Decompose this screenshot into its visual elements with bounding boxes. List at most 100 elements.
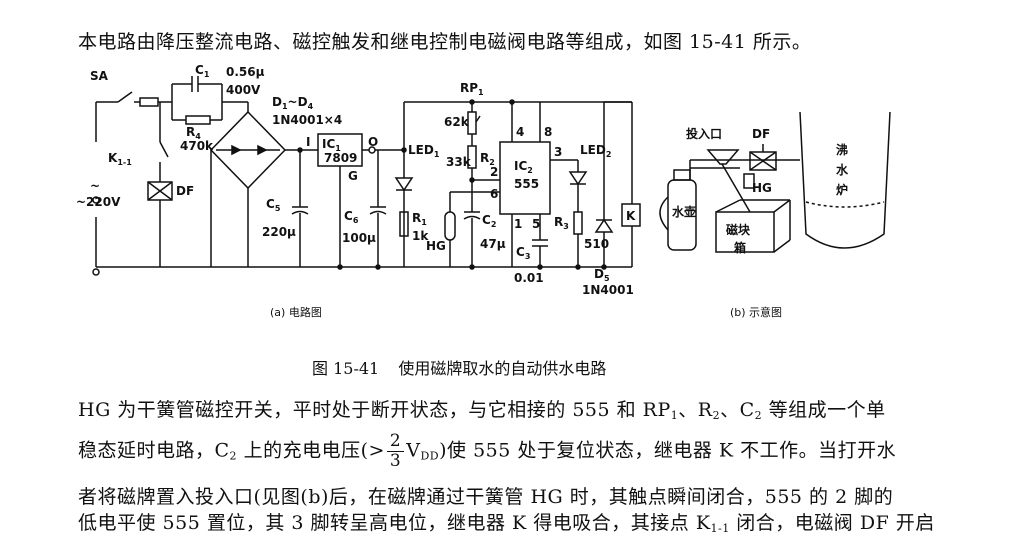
body-line-1: HG 为干簧管磁控开关，平时处于断开状态，与它相接的 555 和 RP1、R2、… xyxy=(78,398,886,428)
label-r1: R xyxy=(412,211,421,225)
label-ic2: IC xyxy=(514,159,527,173)
svg-text:IC2: IC2 xyxy=(514,159,533,175)
label-r4-sub: 4 xyxy=(195,132,201,141)
label-c6-sub: 6 xyxy=(353,216,359,225)
label-r4-val: 470k xyxy=(180,139,214,153)
svg-text:D5: D5 xyxy=(594,267,610,283)
label-magnet-2: 箱 xyxy=(734,240,746,255)
svg-text:C5: C5 xyxy=(266,197,281,213)
label-relay: K xyxy=(626,209,636,223)
label-rp1: RP xyxy=(460,81,478,95)
svg-text:R2: R2 xyxy=(480,151,495,167)
label-pin6: 6 xyxy=(490,187,498,201)
svg-text:IC1: IC1 xyxy=(322,137,341,153)
label-d5-part: 1N4001 xyxy=(582,283,634,297)
body-line-4: 低电平使 555 置位，其 3 脚转呈高电位，继电器 K 得电吸合，其接点 K1… xyxy=(78,511,935,541)
body-line-4-b: 闭合，电磁阀 DF 开启 xyxy=(729,512,935,534)
intro-paragraph: 本电路由降压整流电路、磁控触发和继电控制电磁阀电路等组成，如图 15-41 所示… xyxy=(78,31,812,53)
label-c3-val: 0.01 xyxy=(514,271,544,285)
label-kettle: 水壶 xyxy=(672,204,696,219)
label-led1-sub: 1 xyxy=(434,150,440,159)
label-k11: K xyxy=(108,151,118,165)
label-d-sub1: 1 xyxy=(282,102,288,111)
body-line-1-b: 、R xyxy=(678,399,713,421)
svg-text:D1~D4: D1~D4 xyxy=(272,95,314,111)
label-r3-sub: 3 xyxy=(563,222,569,231)
svg-text:K1-1: K1-1 xyxy=(108,151,132,167)
label-r1-val: 1k xyxy=(412,229,429,243)
label-c5: C xyxy=(266,197,275,211)
label-boiler-1: 沸 xyxy=(836,142,848,157)
label-ic2-sub: 2 xyxy=(527,166,533,175)
label-c1-sub: 1 xyxy=(204,70,210,79)
label-r4: R xyxy=(186,125,195,139)
label-pin2: 2 xyxy=(490,165,498,179)
label-sch-df: DF xyxy=(752,127,770,141)
label-d5-sub: 5 xyxy=(604,274,610,283)
svg-text:R1: R1 xyxy=(412,211,427,227)
caption-title: 使用磁牌取水的自动供水电路 xyxy=(398,359,607,378)
label-r3: R xyxy=(554,215,563,229)
label-ic1-sub: 1 xyxy=(335,144,341,153)
label-c1-val: 0.56μ xyxy=(226,65,265,79)
body-line-2-d: )使 555 处于复位状态，继电器 K 不工作。当打开水 xyxy=(439,439,897,462)
svg-text:LED1: LED1 xyxy=(408,143,440,159)
body-line-2-c: V xyxy=(406,439,421,462)
label-boiler-2: 水 xyxy=(836,162,849,177)
svg-text:R3: R3 xyxy=(554,215,569,231)
body-line-3: 者将磁牌置入投入口(见图(b)后，在磁牌通过干簧管 HG 时，其触点瞬间闭合，5… xyxy=(78,486,894,508)
label-boiler-3: 炉 xyxy=(836,182,848,197)
body-line-2-b: 上的充电电压(> xyxy=(237,439,385,462)
label-pin-o: O xyxy=(368,135,378,149)
label-r2-val: 33k xyxy=(446,155,472,169)
label-mains: ~220V xyxy=(76,195,121,209)
caption-number: 图 15-41 xyxy=(312,359,380,378)
label-c5-sub: 5 xyxy=(275,204,281,213)
label-magnet-1: 磁块 xyxy=(725,222,751,237)
label-c3-sub: 3 xyxy=(525,252,531,261)
label-tilde: ~ xyxy=(90,179,100,193)
label-sch-hg: HG xyxy=(752,181,772,195)
label-rp1-val: 62k xyxy=(444,115,470,129)
circuit-diagram xyxy=(92,76,891,276)
body-line-1-c: 、C xyxy=(720,399,755,421)
label-c6-val: 100μ xyxy=(342,231,376,245)
label-c1: C xyxy=(195,63,204,77)
label-rp1-sub: 1 xyxy=(478,88,484,97)
label-k11-sub: 1-1 xyxy=(117,158,132,167)
svg-text:C2: C2 xyxy=(482,213,496,229)
label-led2-sub: 2 xyxy=(606,150,612,159)
svg-text:RP1: RP1 xyxy=(460,81,484,97)
label-c2-val: 47μ xyxy=(480,237,506,251)
label-c5-val: 220μ xyxy=(262,225,296,239)
label-d-tilde: ~D xyxy=(288,95,308,109)
label-r1-sub: 1 xyxy=(421,218,427,227)
label-c1-volt: 400V xyxy=(226,83,261,97)
label-pin3: 3 xyxy=(554,145,562,159)
label-c2-sub: 2 xyxy=(491,220,497,229)
figure-15-41: SA C1 0.56μ 400V D1~D4 1N4001×4 R4 470k … xyxy=(0,62,1024,352)
label-r2: R xyxy=(480,151,489,165)
label-pin8: 8 xyxy=(544,125,552,139)
label-pin1: 1 xyxy=(514,217,522,231)
body-line-4-a: 低电平使 555 置位，其 3 脚转呈高电位，继电器 K 得电吸合，其接点 K xyxy=(78,512,711,534)
label-pin5: 5 xyxy=(532,217,540,231)
label-c2: C xyxy=(482,213,491,227)
svg-text:C1: C1 xyxy=(195,63,210,79)
label-r3-val: 510 xyxy=(584,237,609,251)
fraction-denominator: 3 xyxy=(389,451,402,471)
svg-text:C6: C6 xyxy=(344,209,359,225)
label-ic1: IC xyxy=(322,137,335,151)
label-d5: D xyxy=(594,267,604,281)
subcaption-b: (b) 示意图 xyxy=(730,305,782,319)
label-r2-sub: 2 xyxy=(489,158,495,167)
label-df: DF xyxy=(176,184,194,198)
label-inlet: 投入口 xyxy=(686,126,722,141)
body-line-1-sub-2: 2 xyxy=(712,409,721,422)
label-led1: LED xyxy=(408,143,434,157)
body-line-2-a: 稳态延时电路，C xyxy=(78,439,230,462)
body-line-4-sub-1: 1-1 xyxy=(710,522,730,535)
label-d-part: 1N4001×4 xyxy=(272,113,342,127)
